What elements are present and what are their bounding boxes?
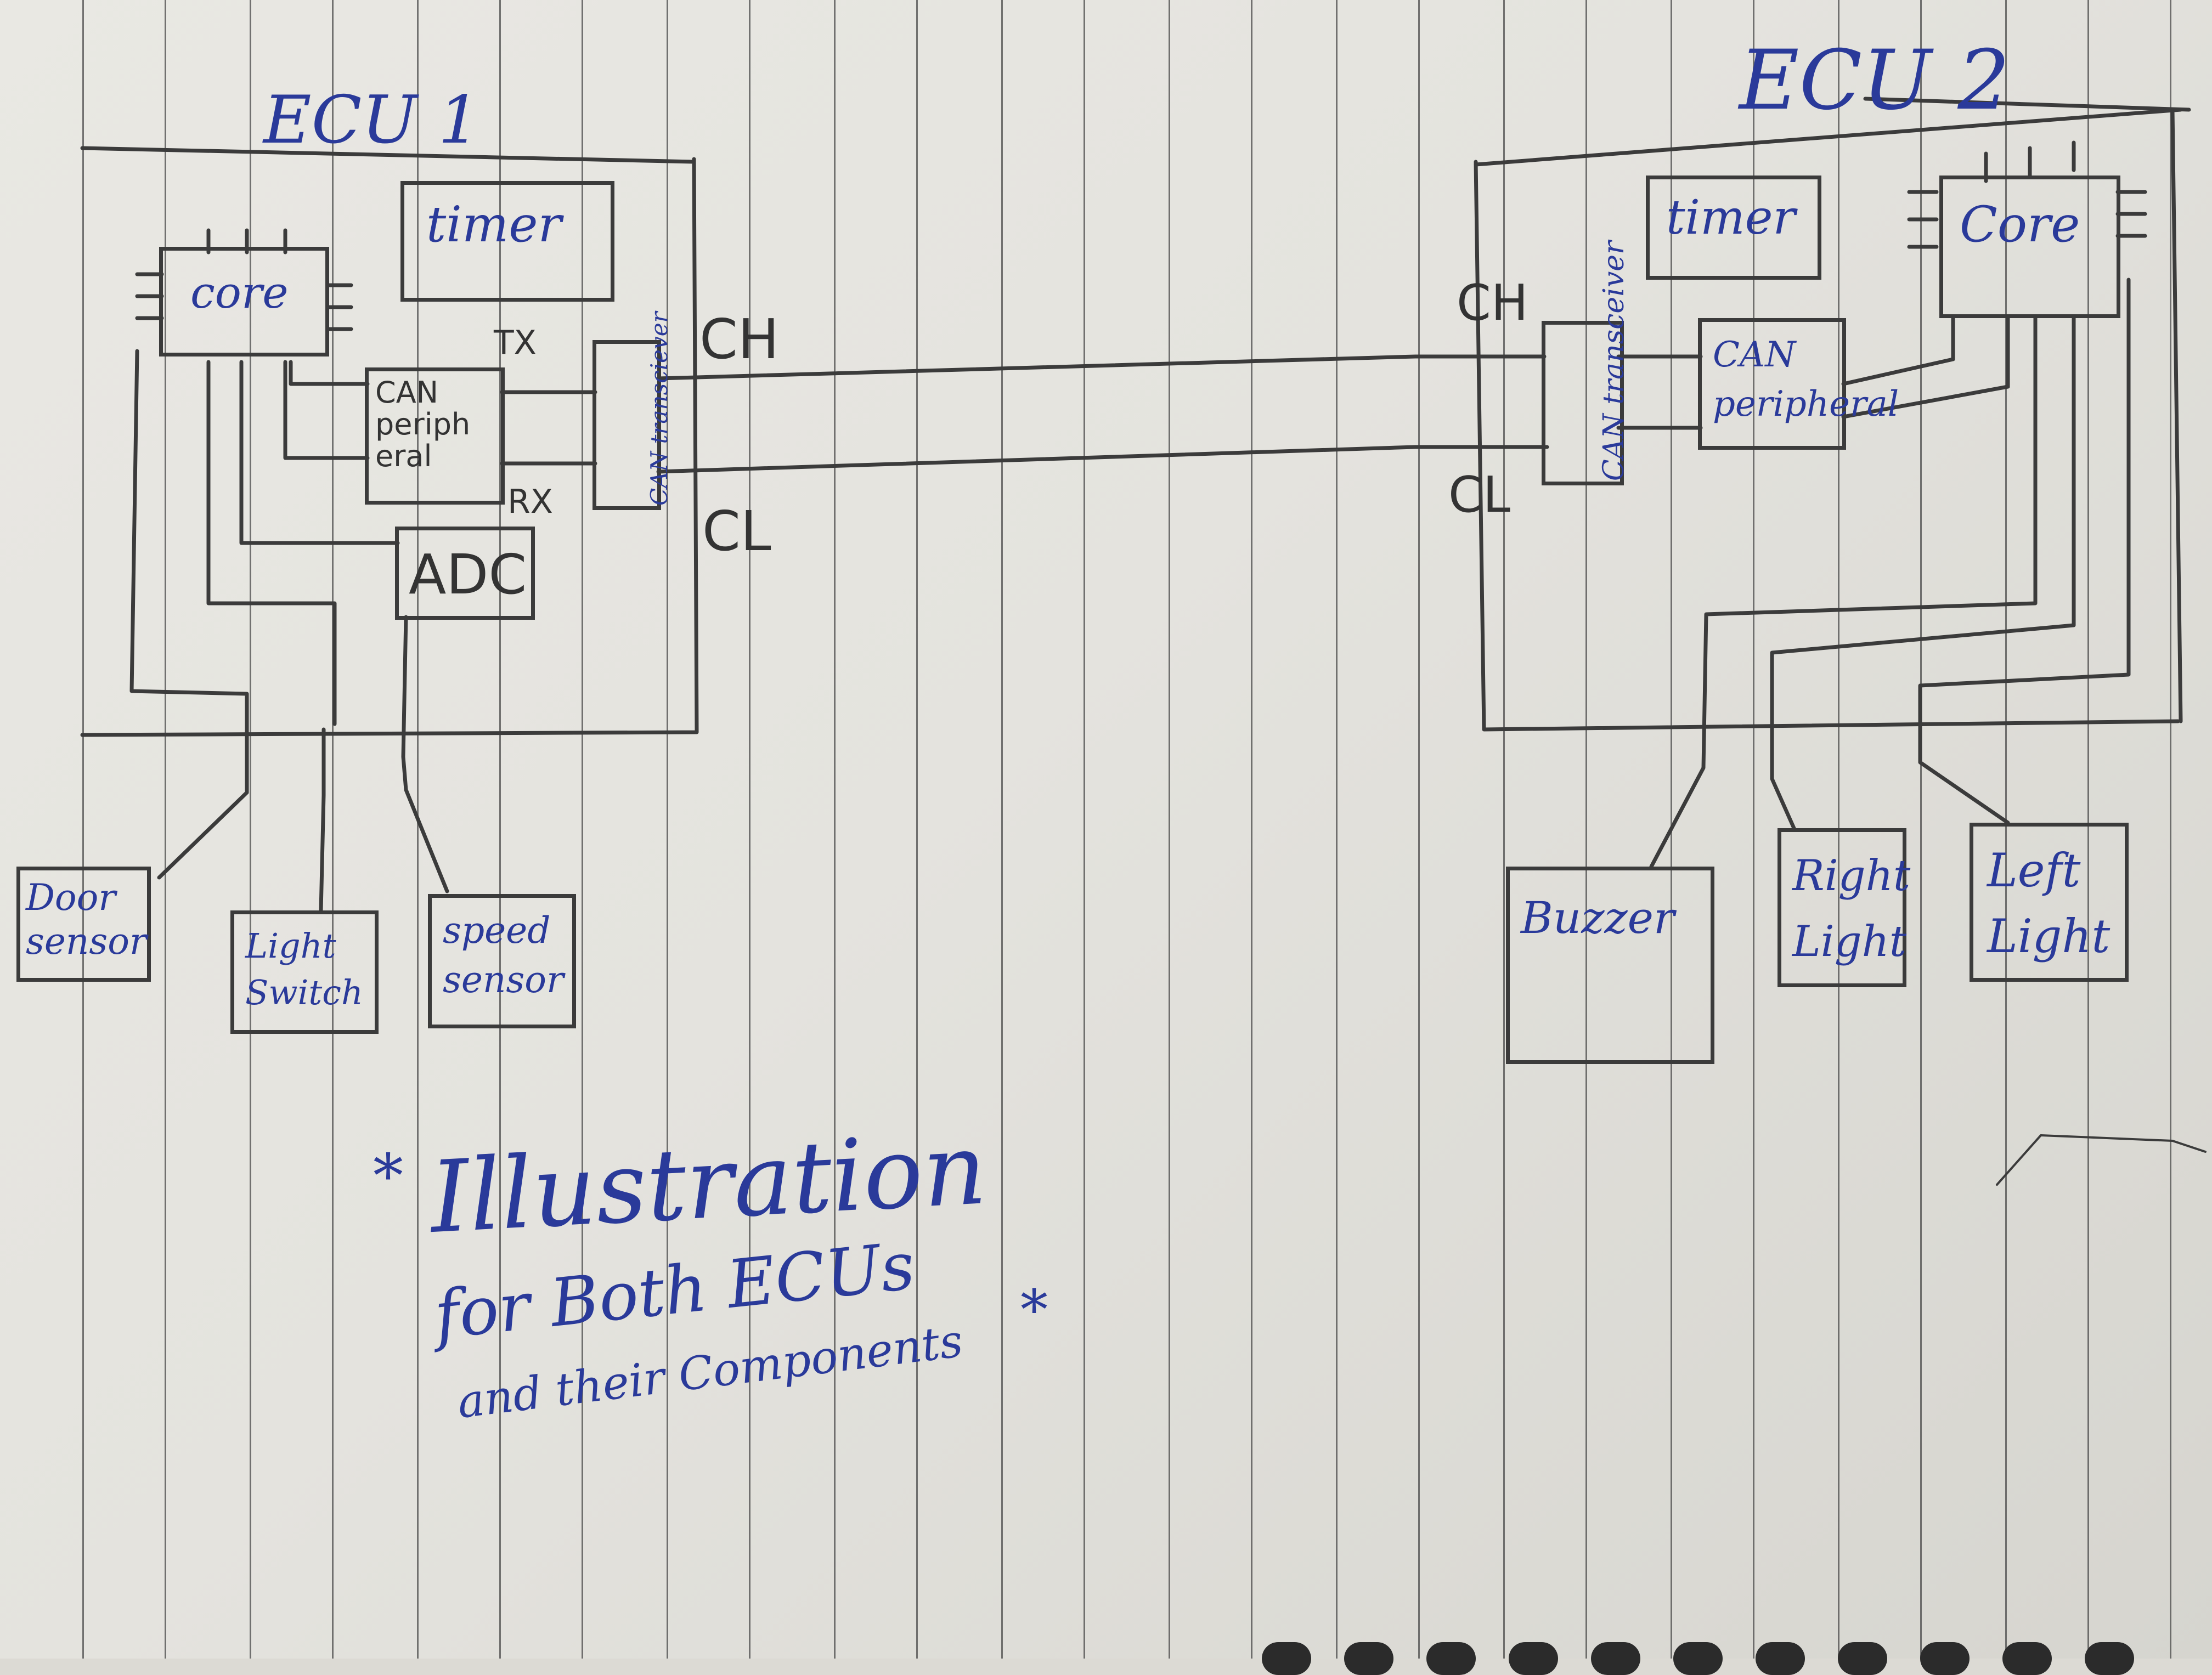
ruling-line [1920, 0, 1922, 1659]
ruling-line [82, 0, 84, 1659]
ruling-line [1585, 0, 1587, 1659]
ecu2-border [1474, 97, 2191, 732]
ecu2-timer-box: timer [1646, 176, 1821, 280]
ecu1-ch-label: CH [699, 307, 780, 371]
ruling-line [332, 0, 334, 1659]
ruling-line [2005, 0, 2007, 1659]
ecu1-core-box: core [159, 247, 329, 356]
scribble-mark [1996, 1134, 2207, 1186]
ruling-line [1753, 0, 1754, 1659]
ecu1-can-peripheral-box: CAN periph eral [365, 367, 505, 505]
left-light-label: Left Light [1987, 838, 2119, 969]
left-light-box: Left Light [1970, 823, 2129, 982]
ruling-line [165, 0, 166, 1659]
ecu1-can-transceiver-label: CAN transciever [646, 312, 673, 506]
can-high-line [656, 354, 1547, 381]
ecu1-door-lead [157, 727, 249, 880]
left-light-text: Left Light [1987, 844, 2111, 963]
ecu1-adc-box: ADC [395, 527, 535, 620]
right-light-box: Right Light [1778, 828, 1910, 987]
right-light-text: Right Light [1792, 851, 1911, 966]
ecu1-core-label: core [190, 267, 289, 318]
note-star-left: * [373, 1141, 403, 1211]
ruling-line [749, 0, 751, 1659]
ecu1-timer-label: timer [426, 196, 562, 253]
ecu2-core-pins [1907, 140, 2147, 249]
door-sensor-box: Door sensor [16, 867, 151, 982]
ruling-line [582, 0, 583, 1659]
ruling-line [1503, 0, 1505, 1659]
ecu2-can-peripheral-label: CAN peripheral [1713, 330, 1899, 429]
ruling-line [1251, 0, 1252, 1659]
ecu2-core-device-wires [1649, 278, 2131, 869]
note-star-right: * [1020, 1278, 1048, 1342]
ruling-line [1169, 0, 1170, 1659]
ecu2-can-peripheral-box: CAN peripheral [1698, 318, 1899, 450]
ecu1-cl-label: CL [702, 499, 771, 563]
ecu2-periph-core-wires [1616, 316, 2010, 430]
ruling-line [2087, 0, 2089, 1659]
ecu1-core-wires [129, 349, 400, 792]
ruling-line [1418, 0, 1420, 1659]
ecu1-can-transceiver-box: CAN transciever [592, 312, 673, 510]
ruling-line [1084, 0, 1085, 1659]
buzzer-label: Buzzer [1521, 892, 1675, 943]
ruling-line [250, 0, 251, 1659]
ecu2-can-transceiver-box: CAN transceiver [1542, 241, 1630, 485]
light-switch-box: Light Switch [230, 910, 379, 1034]
ruling-line [499, 0, 501, 1659]
speed-sensor-text: speed sensor [443, 909, 564, 1001]
ecu1-title: ECU 1 [263, 82, 481, 159]
ecu1-switch-lead [319, 727, 326, 913]
ecu2-ch-label: CH [1457, 274, 1528, 332]
ecu1-rx-label: RX [507, 483, 553, 521]
ecu2-can-peripheral-text: CAN peripheral [1713, 335, 1899, 425]
door-sensor-label: Door sensor [26, 876, 152, 964]
light-switch-label: Light Switch [245, 923, 377, 1016]
ecu2-title: ECU 2 [1739, 33, 2010, 128]
speed-sensor-label: speed sensor [443, 906, 574, 1005]
ecu2-can-transceiver-label: CAN transceiver [1598, 241, 1630, 481]
right-light-label: Right Light [1792, 843, 1910, 975]
ecu1-timer-box: timer [400, 181, 614, 302]
ecu2-core-label: Core [1960, 196, 2080, 253]
ecu2-core-box: Core [1939, 176, 2120, 318]
ruling-line [834, 0, 836, 1659]
can-low-line [656, 445, 1549, 474]
ecu1-tx-rx-wires [500, 390, 597, 466]
ruling-line [2170, 0, 2171, 1659]
ecu2-cl-label: CL [1448, 466, 1510, 524]
ecu1-can-peripheral-text: CAN periph eral [375, 375, 471, 473]
ecu2-timer-label: timer [1666, 190, 1796, 245]
ruling-line [916, 0, 918, 1659]
ecu1-core-pins [135, 228, 353, 331]
buzzer-box: Buzzer [1506, 867, 1714, 1064]
light-switch-text: Light Switch [245, 926, 363, 1012]
ecu1-adc-wire [401, 615, 449, 893]
ecu1-can-peripheral-label: CAN periph eral [375, 377, 501, 472]
ecu1-border [80, 146, 699, 737]
ruling-line [417, 0, 419, 1659]
speed-sensor-box: speed sensor [428, 894, 576, 1028]
ecu1-adc-label: ADC [409, 542, 527, 607]
ruling-line [1001, 0, 1003, 1659]
door-sensor-text: Door sensor [26, 876, 147, 963]
ruling-line [1336, 0, 1338, 1659]
ruling-line [667, 0, 668, 1659]
ecu1-tx-label: TX [494, 324, 537, 362]
